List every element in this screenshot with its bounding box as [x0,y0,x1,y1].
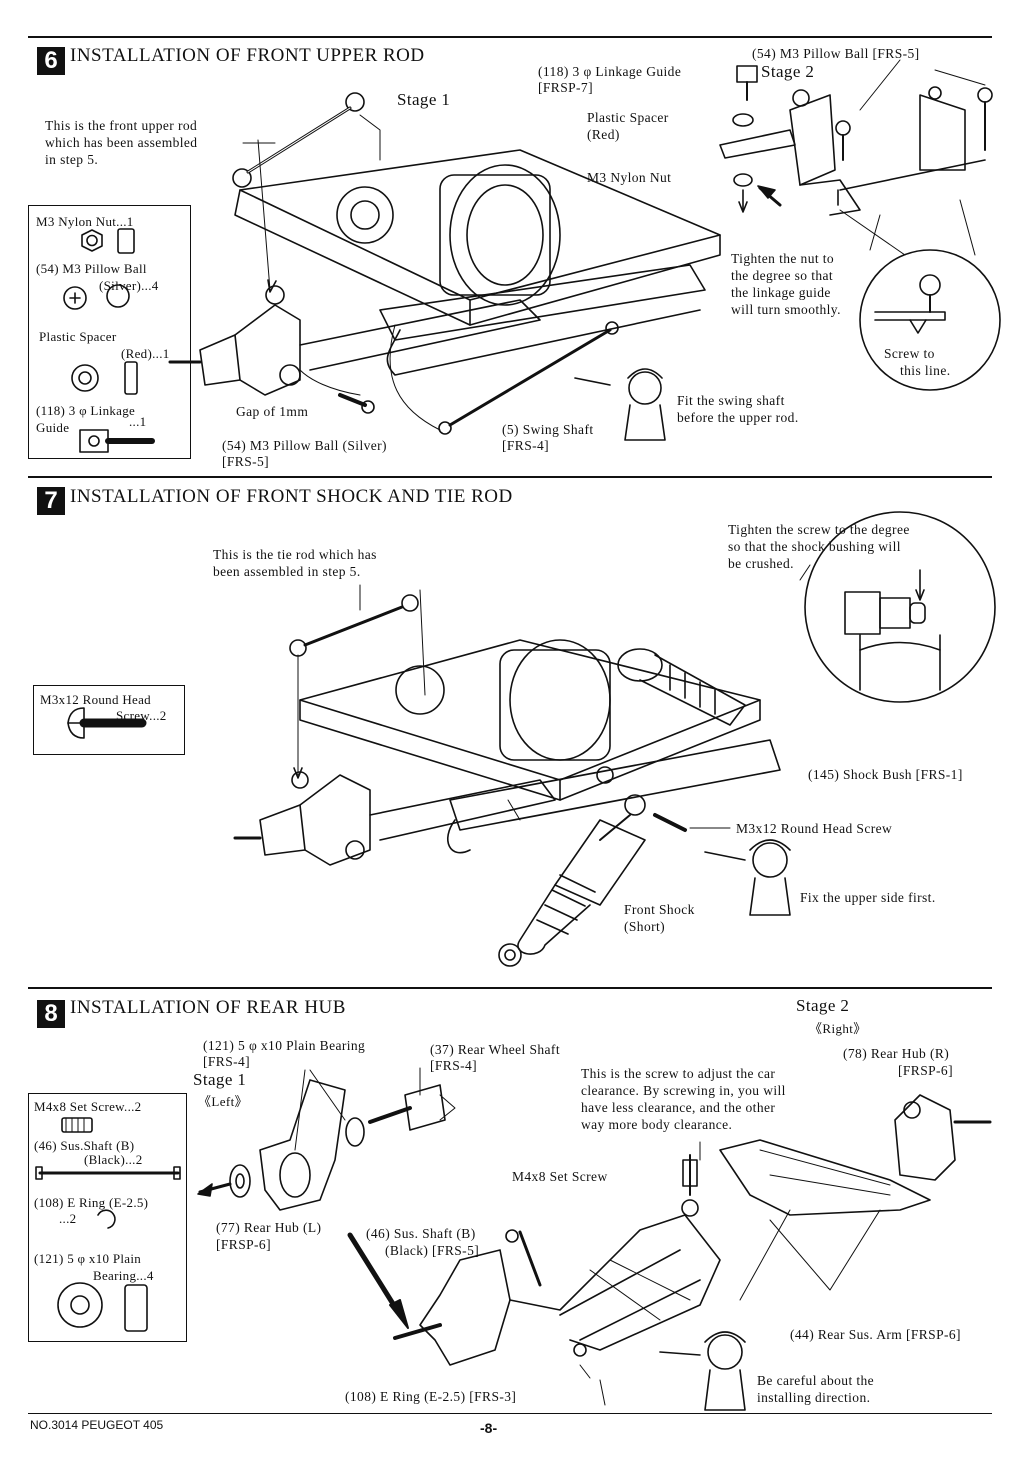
part-e-ring: (108) E Ring (E-2.5) [34,1195,149,1210]
part-linkage-guide-2: Guide [36,420,70,435]
part-set-screw: M4x8 Set Screw...2 [34,1099,142,1114]
label-sus-shaft: (46) Sus. Shaft (B) [366,1226,476,1241]
part-sus-shaft-qty: (Black)...2 [84,1152,143,1167]
stage-2-label-8: Stage 2 [796,996,850,1015]
label-nylon-nut: M3 Nylon Nut [587,170,672,185]
step-8-title: INSTALLATION OF REAR HUB [70,997,346,1018]
step-7-number: 7 [37,487,65,515]
front-shock-drawing-7 [233,511,996,967]
label-e-ring: (108) E Ring (E-2.5) [FRS-3] [345,1389,517,1404]
label-rear-wheel-shaft-code: [FRS-4] [430,1058,478,1073]
label-plain-bearing-code: [FRS-4] [203,1054,251,1069]
parts-box-6-icons [63,228,155,453]
careful-direction-note: Be careful about the installing directio… [757,1373,875,1405]
part-linkage-guide: (118) 3 φ Linkage [36,403,136,418]
part-plain-bearing-qty: Bearing...4 [93,1268,154,1283]
part-plastic-spacer: Plastic Spacer [39,329,117,344]
label-sus-shaft-code: (Black) [FRS-5] [385,1243,480,1258]
part-nylon-nut: M3 Nylon Nut...1 [36,214,134,229]
section-7-rule [28,476,992,478]
step-6-number: 6 [37,47,65,75]
label-linkage-guide-code: [FRSP-7] [538,80,593,95]
parts-box-6: M3 Nylon Nut...1 (54) M3 Pillow Ball (Si… [28,205,191,459]
label-this-line: this line. [900,363,951,378]
parts-box-8: M4x8 Set Screw...2 (46) Sus.Shaft (B) (B… [28,1093,187,1342]
stage-1-side: 《Left》 [198,1094,249,1109]
label-front-shock-size: (Short) [624,919,666,934]
section-8-rule [28,987,992,989]
part-e-ring-qty: ...2 [59,1211,77,1226]
footer-rule [28,1413,992,1414]
part-linkage-guide-qty: ...1 [129,414,147,429]
tighten-screw-note: Tighten the screw to the degree so that … [728,522,910,571]
label-plastic-spacer-color: (Red) [587,127,620,142]
parts-box-7: M3x12 Round Head Screw...2 [33,685,185,755]
step-8-number: 8 [37,1000,65,1028]
label-plastic-spacer: Plastic Spacer [587,110,669,125]
footer-model: NO.3014 PEUGEOT 405 [30,1418,164,1432]
label-set-screw: M4x8 Set Screw [512,1169,608,1184]
adjust-screw-note: This is the screw to adjust the car clea… [581,1066,786,1132]
step-7-title: INSTALLATION OF FRONT SHOCK AND TIE ROD [70,486,513,507]
top-rule [28,36,992,38]
front-upper-rod-note: This is the front upper rod which has be… [45,118,198,167]
fit-swing-shaft-note: Fit the swing shaft before the upper rod… [677,393,799,425]
part-pillow-ball-qty: (Silver)...4 [99,278,159,293]
label-round-head-screw: M3x12 Round Head Screw [736,821,893,836]
label-screw-to: Screw to [884,346,935,361]
stage-2-side: 《Right》 [809,1021,867,1036]
label-linkage-guide: (118) 3 φ Linkage Guide [538,64,682,79]
front-suspension-drawing-6 [168,59,1001,441]
part-pillow-ball: (54) M3 Pillow Ball [36,261,147,276]
part-round-head-screw-qty: Screw...2 [116,708,167,723]
page-number: -8- [480,1420,498,1436]
part-plastic-spacer-qty: (Red)...1 [121,346,170,361]
label-pillow-ball-silver: (54) M3 Pillow Ball (Silver) [222,438,387,453]
part-plain-bearing: (121) 5 φ x10 Plain [34,1251,142,1266]
tie-rod-note: This is the tie rod which has been assem… [213,547,377,579]
parts-box-8-icons [35,1117,181,1332]
label-plain-bearing: (121) 5 φ x10 Plain Bearing [203,1038,366,1053]
label-fix-upper-side: Fix the upper side first. [800,890,936,905]
stage-2-label: Stage 2 [761,62,815,81]
part-sus-shaft: (46) Sus.Shaft (B) [34,1138,135,1153]
label-pillow-ball-frs5: (54) M3 Pillow Ball [FRS-5] [752,46,920,61]
step-6-title: INSTALLATION OF FRONT UPPER ROD [70,45,425,66]
label-swing-shaft: (5) Swing Shaft [502,422,594,437]
tighten-nut-note: Tighten the nut to the degree so that th… [731,251,841,317]
parts-box-7-icons [67,707,147,739]
label-rear-sus-arm: (44) Rear Sus. Arm [FRSP-6] [790,1327,961,1342]
label-rear-hub-l: (77) Rear Hub (L) [216,1220,322,1235]
label-rear-wheel-shaft: (37) Rear Wheel Shaft [430,1042,560,1057]
label-rear-hub-l-code: [FRSP-6] [216,1237,271,1252]
label-rear-hub-r: (78) Rear Hub (R) [843,1046,950,1061]
label-pillow-ball-silver-code: [FRS-5] [222,454,270,469]
label-swing-shaft-code: [FRS-4] [502,438,550,453]
label-shock-bush: (145) Shock Bush [FRS-1] [808,767,963,782]
stage-1-label: Stage 1 [397,90,451,109]
part-round-head-screw: M3x12 Round Head [40,692,151,707]
rear-hub-drawing-8 [197,1067,992,1411]
label-front-shock: Front Shock [624,902,695,917]
label-gap: Gap of 1mm [236,404,309,419]
label-rear-hub-r-code: [FRSP-6] [898,1063,953,1078]
stage-1-label-8: Stage 1 [193,1070,247,1089]
